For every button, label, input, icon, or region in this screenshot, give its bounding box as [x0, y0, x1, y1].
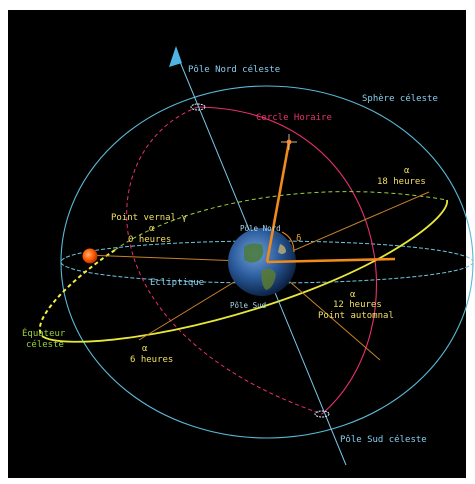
label-alpha-18-symbol: α: [404, 166, 410, 176]
hour-circle-front: [197, 106, 378, 415]
label-cercle-horaire: Cercle Horaire: [256, 113, 332, 123]
label-pole-sud-celeste: Pôle Sud céleste: [340, 434, 427, 445]
equator-front-arc: [41, 199, 448, 343]
north-pole-arrow-icon: [169, 46, 182, 67]
sun-disc-icon: [82, 248, 98, 264]
earth-continent-3: [278, 244, 286, 254]
earth-continent-2: [261, 268, 276, 290]
equator-back-arc: [114, 191, 448, 251]
label-pole-nord-celeste: Pôle Nord céleste: [188, 64, 280, 75]
label-delta: δ: [296, 234, 301, 244]
hour-circle-back: [126, 106, 323, 415]
equatorial-projection-vector: [266, 257, 396, 264]
south-pole-ring: [314, 410, 330, 418]
label-alpha-18-value: 18 heures: [377, 177, 426, 187]
equator-front-dashed: [39, 249, 116, 337]
label-alpha-6-symbol: α: [142, 344, 148, 354]
label-point-automnal: Point automnal: [318, 311, 394, 321]
label-equateur-line2: céleste: [26, 339, 64, 350]
label-alpha-6-value: 6 heures: [130, 355, 173, 365]
earth-continent-1: [244, 243, 264, 263]
label-alpha-12-value: 12 heures: [333, 300, 382, 310]
label-alpha-0-value: 0 heures: [128, 235, 171, 245]
label-pole-nord: Pôle Nord: [240, 224, 281, 233]
label-alpha-12-symbol: α: [350, 290, 356, 300]
label-sphere-celeste: Sphère céleste: [362, 93, 438, 104]
north-pole-ring: [190, 103, 206, 111]
earth-globe-icon: [228, 228, 296, 296]
declination-arc: [281, 231, 295, 253]
label-equateur-line1: Équateur: [22, 327, 66, 339]
label-alpha-0-symbol: α: [149, 224, 155, 234]
label-pole-sud: Pôle Sud: [230, 301, 266, 310]
star-direction-vector: [265, 141, 291, 263]
label-ecliptique: Ecliptique: [150, 278, 204, 288]
label-point-vernal: Point vernal γ: [111, 213, 187, 223]
star-sparkle-icon: [281, 134, 297, 150]
